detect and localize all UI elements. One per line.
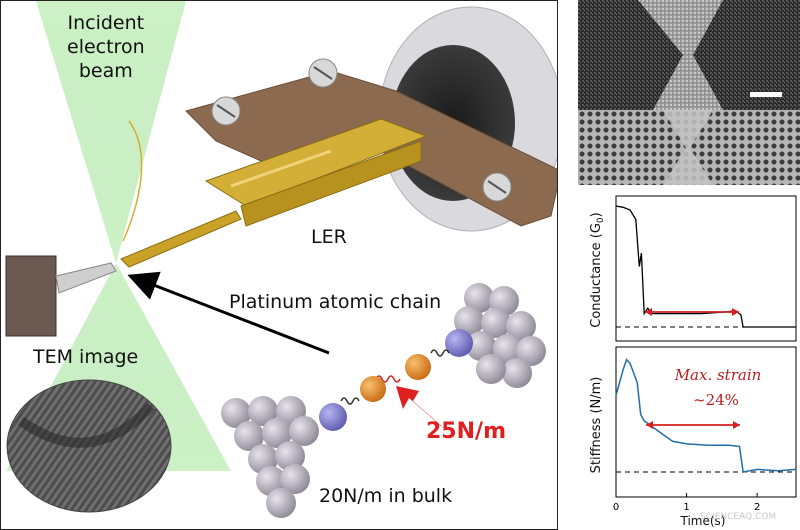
- stiffness-trace: [615, 358, 797, 473]
- conductance-svg: Conductance (G0): [589, 195, 797, 342]
- red-arrow: [396, 386, 445, 429]
- xtick-label: 2: [754, 502, 760, 513]
- strain-annotation-line1: Max. strain: [674, 366, 762, 384]
- tem-label: TEM image: [33, 346, 139, 368]
- strain-annotation-line2: ~24%: [693, 391, 739, 409]
- experiment-diagram: Incident electron beam LER Platinum atom…: [0, 0, 558, 530]
- probe-tip: [120, 210, 242, 268]
- xtick-label: 0: [613, 502, 619, 513]
- beam-label-line3: beam: [78, 60, 133, 82]
- beam-label: Incident electron beam: [67, 11, 145, 83]
- stiffness-xticks: 0 1 2: [613, 493, 760, 513]
- atom-cluster-right: [454, 283, 546, 388]
- bulk-stiffness-label: 20N/m in bulk: [319, 485, 453, 507]
- atom-cluster-left: [221, 396, 319, 518]
- stiffness-xlabel: Time(s): [680, 514, 726, 528]
- stiffness-ylabel: Stiffness (N/m): [589, 377, 604, 474]
- chain-stiffness-label: 25N/m: [426, 419, 506, 444]
- chain-label: Platinum atomic chain: [229, 291, 442, 313]
- tem-micrograph: [578, 0, 800, 110]
- tem-micrograph-svg: [578, 0, 800, 110]
- purple-atom-right: [445, 329, 473, 357]
- scale-bar: [750, 92, 782, 97]
- watermark: SCIENCEAQ.COM: [700, 512, 777, 522]
- orange-atom-2: [360, 376, 386, 402]
- left-electrode: [5, 255, 57, 337]
- electron-beam-upper: [36, 1, 186, 263]
- tem-simulation: [578, 110, 800, 185]
- xtick-label: 1: [683, 502, 689, 513]
- diagram-svg: [5, 1, 557, 518]
- orange-atom-1: [405, 354, 431, 380]
- ler-label: LER: [311, 226, 347, 248]
- beam-label-line2: electron: [67, 36, 145, 58]
- tem-simulation-svg: [578, 110, 800, 185]
- stiffness-axes: [615, 346, 797, 498]
- stiffness-plot: Max. strain ~24% Stiffness (N/m) 0 1 2 Tim…: [578, 345, 800, 530]
- conductance-plot: Conductance (G0): [578, 190, 800, 345]
- purple-atom-left: [319, 403, 347, 431]
- conductance-trace: [615, 205, 796, 328]
- conductance-ylabel: Conductance (G0): [589, 212, 606, 327]
- pointer-arrow: [127, 271, 330, 355]
- conductance-axes: [615, 195, 797, 342]
- stiffness-svg: Max. strain ~24% Stiffness (N/m) 0 1 2 Tim…: [589, 346, 797, 528]
- beam-label-line1: Incident: [67, 12, 145, 34]
- ler-resonator: [204, 118, 428, 207]
